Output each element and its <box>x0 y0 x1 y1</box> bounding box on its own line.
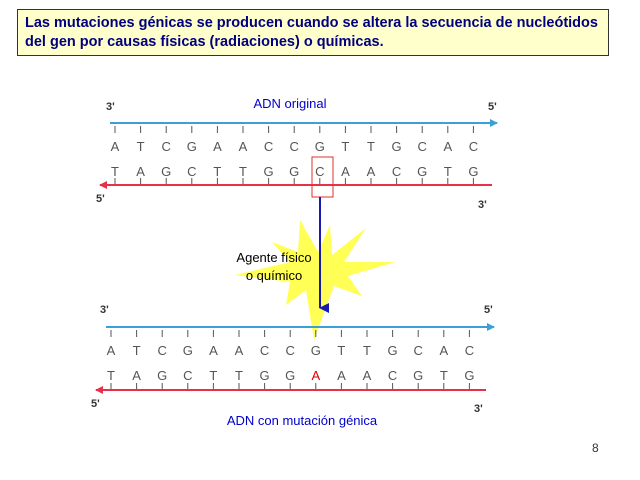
mutated-base: A <box>311 368 320 383</box>
base-top: A <box>209 343 218 358</box>
base-top: A <box>235 343 244 358</box>
original-top-right-label: 5' <box>488 101 497 113</box>
base-top: C <box>469 139 478 154</box>
base-top: A <box>443 139 452 154</box>
base-top: G <box>388 343 398 358</box>
base-bottom: A <box>341 164 350 179</box>
base-bottom: C <box>315 164 324 179</box>
base-bottom: A <box>132 368 141 383</box>
base-bottom: G <box>264 164 274 179</box>
mutated-top-left-label: 3' <box>100 304 109 316</box>
base-top: C <box>260 343 269 358</box>
base-top: T <box>337 343 345 358</box>
mutated-dna-title: ADN con mutación génica <box>227 413 378 428</box>
base-bottom: T <box>213 164 221 179</box>
agent-label-line2: o químico <box>246 268 302 283</box>
base-top: C <box>290 139 299 154</box>
base-bottom: C <box>187 164 196 179</box>
base-bottom: A <box>337 368 346 383</box>
original-dna-title: ADN original <box>254 96 327 111</box>
base-bottom: T <box>111 164 119 179</box>
base-top: T <box>137 139 145 154</box>
base-bottom: T <box>107 368 115 383</box>
base-bottom: G <box>468 164 478 179</box>
base-bottom: G <box>260 368 270 383</box>
original-bottom-left-label: 5' <box>96 193 105 205</box>
base-bottom: G <box>464 368 474 383</box>
base-top: A <box>439 343 448 358</box>
base-top: G <box>315 139 325 154</box>
base-top: T <box>363 343 371 358</box>
base-bottom: A <box>136 164 145 179</box>
base-bottom: A <box>367 164 376 179</box>
agent-label-line1: Agente físico <box>236 250 311 265</box>
base-top: A <box>107 343 116 358</box>
base-bottom: T <box>239 164 247 179</box>
base-bottom: T <box>444 164 452 179</box>
original-highlight-box <box>311 156 334 198</box>
base-bottom: C <box>392 164 401 179</box>
header-box: Las mutaciones génicas se producen cuand… <box>17 9 609 56</box>
base-top: C <box>162 139 171 154</box>
base-top: A <box>213 139 222 154</box>
base-bottom: G <box>157 368 167 383</box>
base-bottom: T <box>209 368 217 383</box>
base-top: C <box>158 343 167 358</box>
mutated-bottom-right-label: 3' <box>474 403 483 415</box>
base-top: C <box>465 343 474 358</box>
base-bottom: T <box>235 368 243 383</box>
base-top: G <box>187 139 197 154</box>
base-top: T <box>367 139 375 154</box>
page-number: 8 <box>592 441 599 455</box>
base-top: T <box>341 139 349 154</box>
base-top: A <box>111 139 120 154</box>
base-bottom: G <box>161 164 171 179</box>
base-bottom: G <box>417 164 427 179</box>
base-top: G <box>183 343 193 358</box>
base-top: A <box>239 139 248 154</box>
header-text: Las mutaciones génicas se producen cuand… <box>25 15 598 50</box>
base-bottom: A <box>363 368 372 383</box>
base-bottom: G <box>285 368 295 383</box>
base-bottom: G <box>413 368 423 383</box>
mutated-bottom-left-label: 5' <box>91 398 100 410</box>
mutated-top-right-label: 5' <box>484 304 493 316</box>
base-top: T <box>133 343 141 358</box>
agent-burst <box>235 220 395 340</box>
base-bottom: C <box>388 368 397 383</box>
base-top: C <box>264 139 273 154</box>
base-top: G <box>392 139 402 154</box>
base-top: C <box>414 343 423 358</box>
base-top: G <box>311 343 321 358</box>
base-bottom: T <box>440 368 448 383</box>
original-bottom-right-label: 3' <box>478 199 487 211</box>
original-top-left-label: 3' <box>106 101 115 113</box>
base-bottom: C <box>183 368 192 383</box>
base-top: C <box>286 343 295 358</box>
base-top: C <box>418 139 427 154</box>
base-bottom: G <box>289 164 299 179</box>
